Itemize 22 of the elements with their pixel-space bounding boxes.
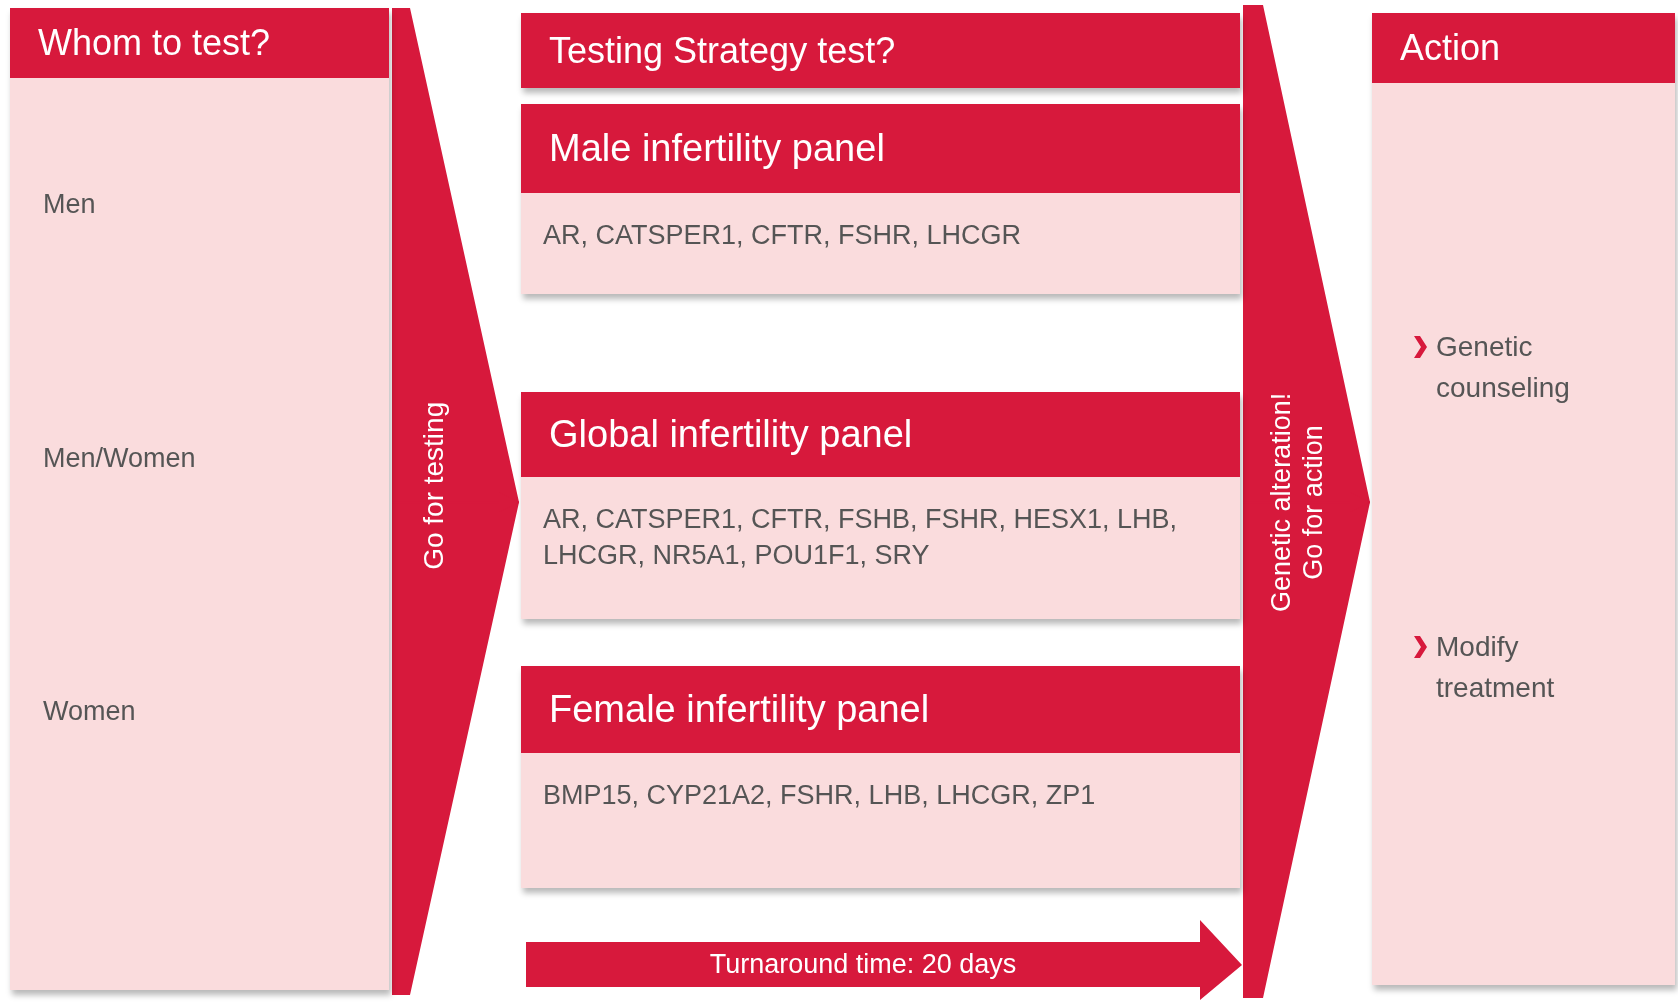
group-label: Women — [43, 695, 136, 728]
panel-header: Female infertility panel — [521, 666, 1240, 753]
panel-header: Global infertility panel — [521, 392, 1240, 477]
panel-header: Whom to test? — [10, 8, 389, 78]
panel — [521, 392, 1240, 619]
panel-header: Testing Strategy test? — [521, 13, 1240, 88]
group-label: Men/Women — [43, 442, 196, 475]
panel-header: Male infertility panel — [521, 104, 1240, 193]
panel — [521, 666, 1240, 888]
gene-list: AR, CATSPER1, CFTR, FSHB, FSHR, HESX1, LHB, LHCGR, NR5A1, POU1F1, SRY — [543, 501, 1218, 574]
edge-label: Genetic alteration! Go for action — [1264, 391, 1329, 614]
action-item: Modify treatment — [1436, 630, 1556, 705]
panel — [521, 104, 1240, 294]
arrow-label: Turnaround time: 20 days — [708, 948, 1018, 981]
panel — [10, 8, 389, 990]
action-item: Genetic counseling — [1436, 330, 1571, 405]
gene-list: AR, CATSPER1, CFTR, FSHR, LHCGR — [543, 217, 1218, 254]
panel-header: Action — [1372, 13, 1675, 83]
edge-label: Go for testing — [417, 400, 451, 572]
group-label: Men — [43, 188, 96, 221]
panel — [1372, 13, 1675, 985]
gene-list: BMP15, CYP21A2, FSHR, LHB, LHCGR, ZP1 — [543, 777, 1218, 814]
